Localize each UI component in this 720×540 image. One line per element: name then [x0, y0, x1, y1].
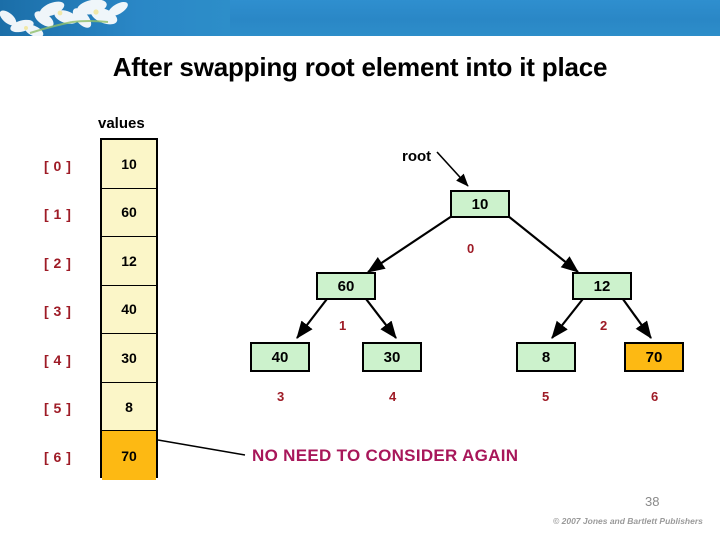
array-index-1: [ 1 ] [44, 206, 72, 222]
tree-node-index-5: 5 [542, 389, 550, 404]
tree-node-60[interactable]: 60 [316, 272, 376, 300]
copyright-notice: © 2007 Jones and Bartlett Publishers [553, 516, 703, 526]
tree-node-index-4: 4 [389, 389, 397, 404]
array-cell-1[interactable]: 60 [102, 188, 156, 238]
tree-node-40[interactable]: 40 [250, 342, 310, 372]
array-cell-5[interactable]: 8 [102, 382, 156, 432]
root-pointer-label: root [402, 148, 432, 165]
flower-decoration-icon [0, 0, 230, 36]
array-index-4: [ 4 ] [44, 352, 72, 368]
page-number: 38 [645, 494, 660, 509]
array-index-2: [ 2 ] [44, 255, 72, 271]
array-index-0: [ 0 ] [44, 158, 72, 174]
tree-node-12[interactable]: 12 [572, 272, 632, 300]
array-cell-4[interactable]: 30 [102, 334, 156, 383]
tree-node-index-1: 1 [339, 318, 347, 333]
tree-node-10[interactable]: 10 [450, 190, 510, 218]
tree-node-index-3: 3 [277, 389, 285, 404]
caption-text: NO NEED TO CONSIDER AGAIN [252, 446, 519, 465]
array-cell-0[interactable]: 10 [102, 140, 156, 189]
array-index-3: [ 3 ] [44, 303, 72, 319]
array-index-6: [ 6 ] [44, 449, 72, 465]
tree-node-30[interactable]: 30 [362, 342, 422, 372]
array-cell-3[interactable]: 40 [102, 285, 156, 335]
tree-node-index-6: 6 [651, 389, 659, 404]
array-cell-2[interactable]: 12 [102, 237, 156, 286]
array-cell-6[interactable]: 70 [102, 431, 156, 480]
values-array: 10 60 12 40 30 8 70 [100, 138, 158, 480]
array-header-label: values [98, 115, 145, 132]
header-banner [0, 0, 720, 36]
tree-node-70[interactable]: 70 [624, 342, 684, 372]
array-index-5: [ 5 ] [44, 400, 72, 416]
tree-node-8[interactable]: 8 [516, 342, 576, 372]
page-title: After swapping root element into it plac… [112, 52, 608, 82]
tree-node-index-0: 0 [467, 241, 475, 256]
tree-node-index-2: 2 [600, 318, 608, 333]
